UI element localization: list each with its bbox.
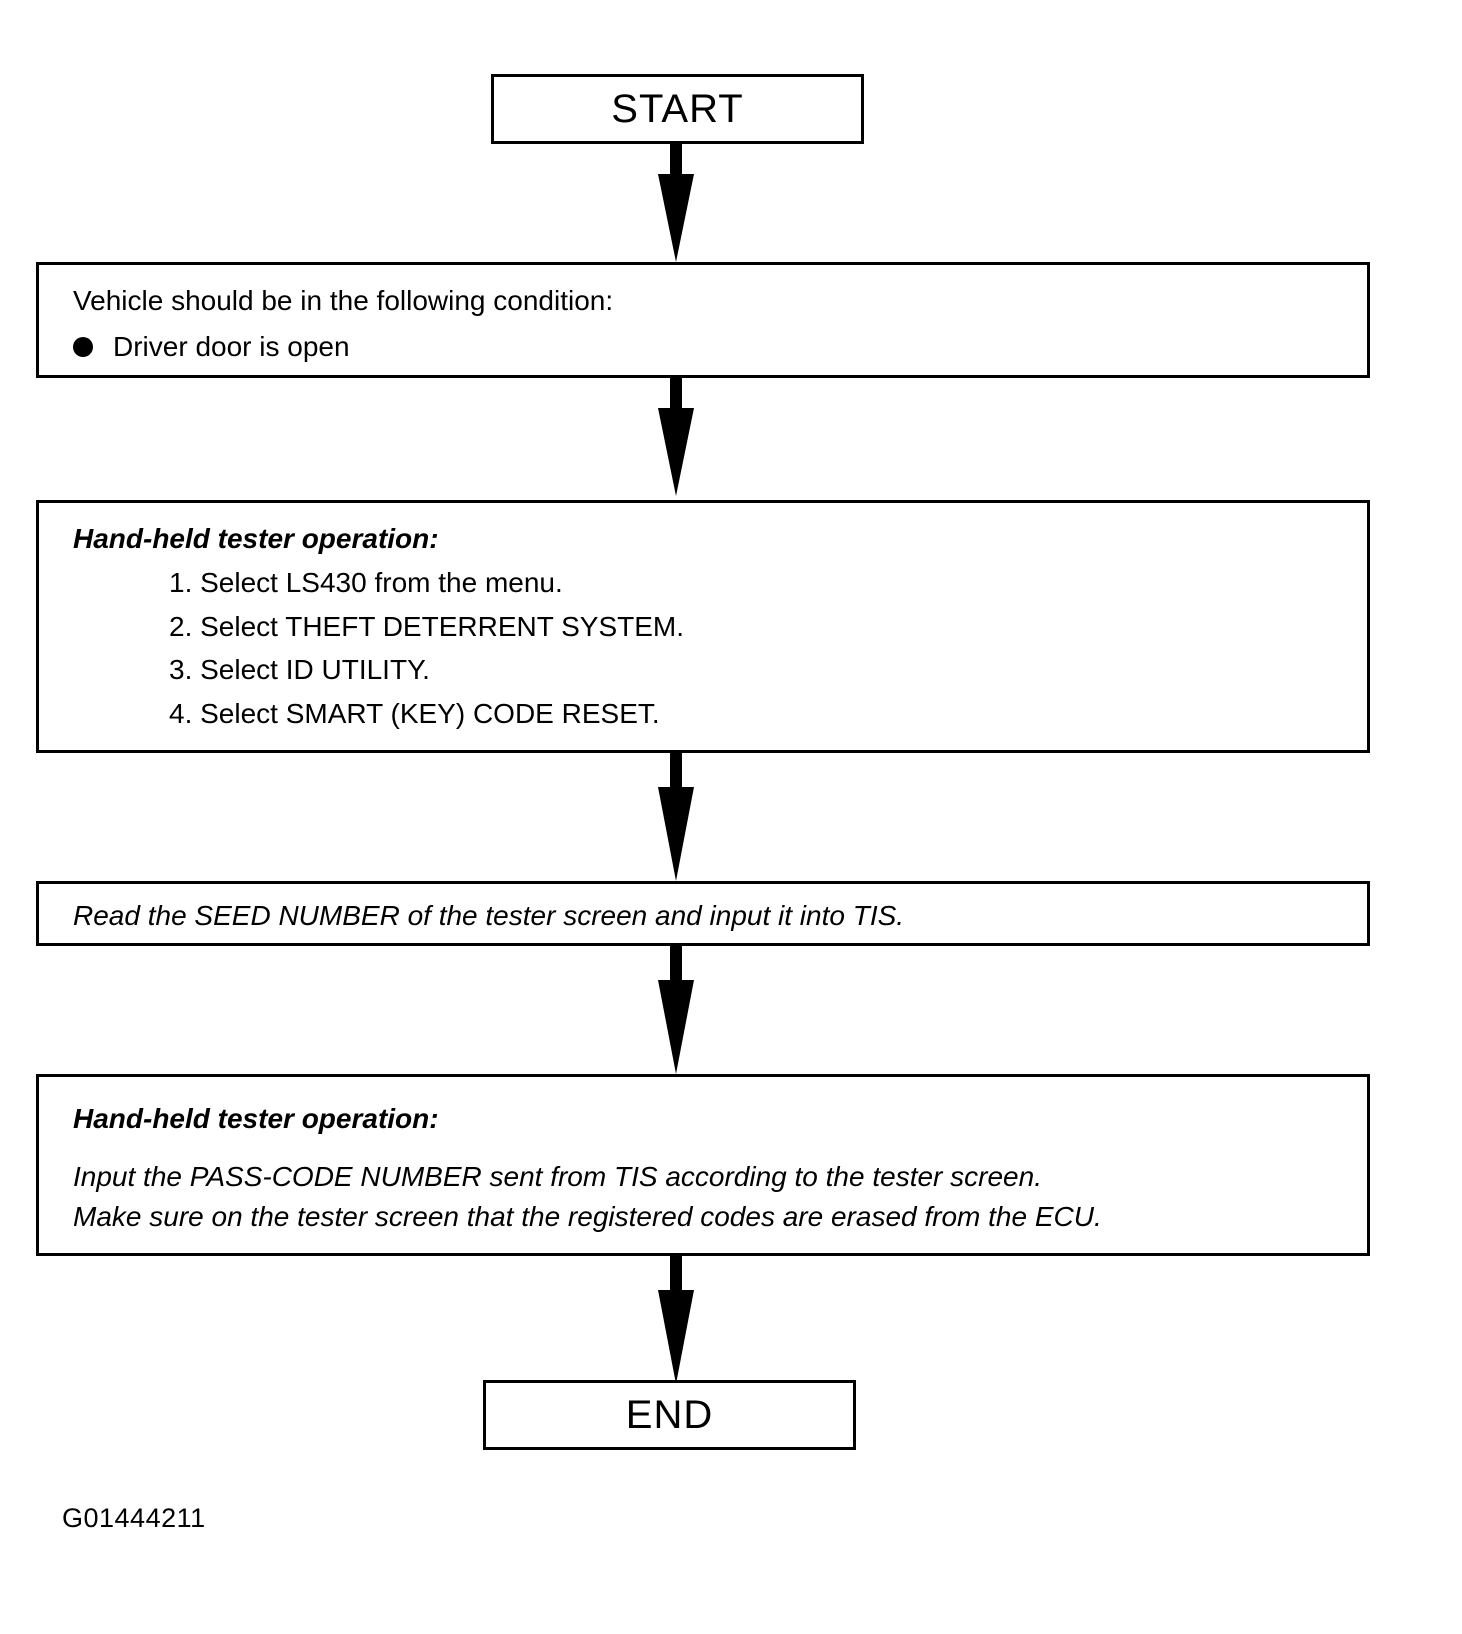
vehicle-condition-heading: Vehicle should be in the following condi… [73,285,614,316]
node-pass-code: Hand-held tester operation: Input the PA… [36,1074,1370,1256]
bullet-dot-icon [73,336,93,357]
connector-condition-to-tester-menu [650,378,702,496]
tester-menu-step-3: 3. Select ID UTILITY. [169,654,430,686]
connector-pass-code-to-end [650,1256,702,1384]
tester-menu-step-1: 1. Select LS430 from the menu. [169,566,563,598]
pass-code-line-1: Input the PASS-CODE NUMBER sent from TIS… [73,1160,1042,1192]
vehicle-condition-bullet-row: Driver door is open [73,327,1333,367]
node-end: END [483,1380,856,1450]
tester-menu-steps: 1. Select LS430 from the menu. 2. Select… [169,563,1333,734]
node-start: START [491,74,864,144]
seed-number-text: Read the SEED NUMBER of the tester scree… [73,900,905,931]
pass-code-heading: Hand-held tester operation: [73,1103,439,1134]
connector-seed-number-to-pass-code [650,946,702,1074]
node-vehicle-condition: Vehicle should be in the following condi… [36,262,1370,378]
tester-menu-step-4: 4. Select SMART (KEY) CODE RESET. [169,698,660,729]
node-start-label: START [611,87,744,131]
figure-code: G01444211 [62,1503,206,1533]
connector-start-to-condition [650,144,702,262]
tester-menu-heading: Hand-held tester operation: [73,523,439,554]
pass-code-line-2: Make sure on the tester screen that the … [73,1200,1102,1232]
node-end-label: END [625,1393,714,1437]
node-seed-number: Read the SEED NUMBER of the tester scree… [36,881,1370,946]
node-tester-menu: Hand-held tester operation: 1. Select LS… [36,500,1370,753]
connector-tester-menu-to-seed-number [650,753,702,881]
vehicle-condition-bullet-0: Driver door is open [113,330,350,362]
tester-menu-step-2: 2. Select THEFT DETERRENT SYSTEM. [169,610,685,642]
